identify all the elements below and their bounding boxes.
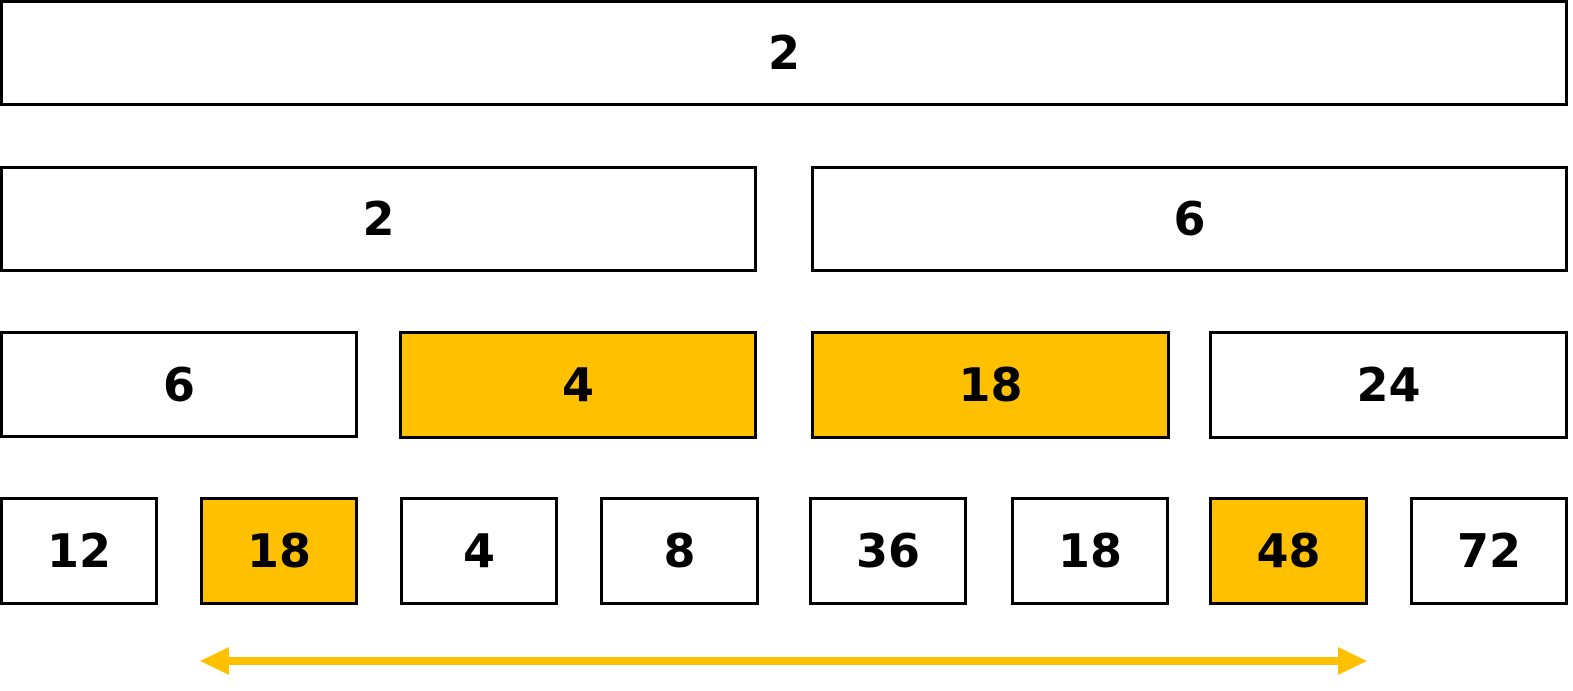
range-arrow-right-head [1338,647,1367,675]
level-2-node-2: 18 [811,331,1170,439]
level-3-node-3: 8 [600,497,759,605]
level-2-node-3: 24 [1209,331,1568,439]
level-3-node-6: 48 [1209,497,1368,605]
level-1-node-0: 2 [0,166,757,272]
range-arrow-left-head [200,647,229,675]
level-3-node-7: 72 [1410,497,1568,605]
level-3-node-5: 18 [1011,497,1169,605]
level-0-node-0: 2 [0,0,1568,106]
level-3-node-0: 12 [0,497,158,605]
level-3-node-2: 4 [400,497,558,605]
level-2-node-1: 4 [399,331,757,439]
level-3-node-1: 18 [200,497,358,605]
level-1-node-1: 6 [811,166,1568,272]
level-3-node-4: 36 [809,497,967,605]
level-2-node-0: 6 [0,331,358,438]
